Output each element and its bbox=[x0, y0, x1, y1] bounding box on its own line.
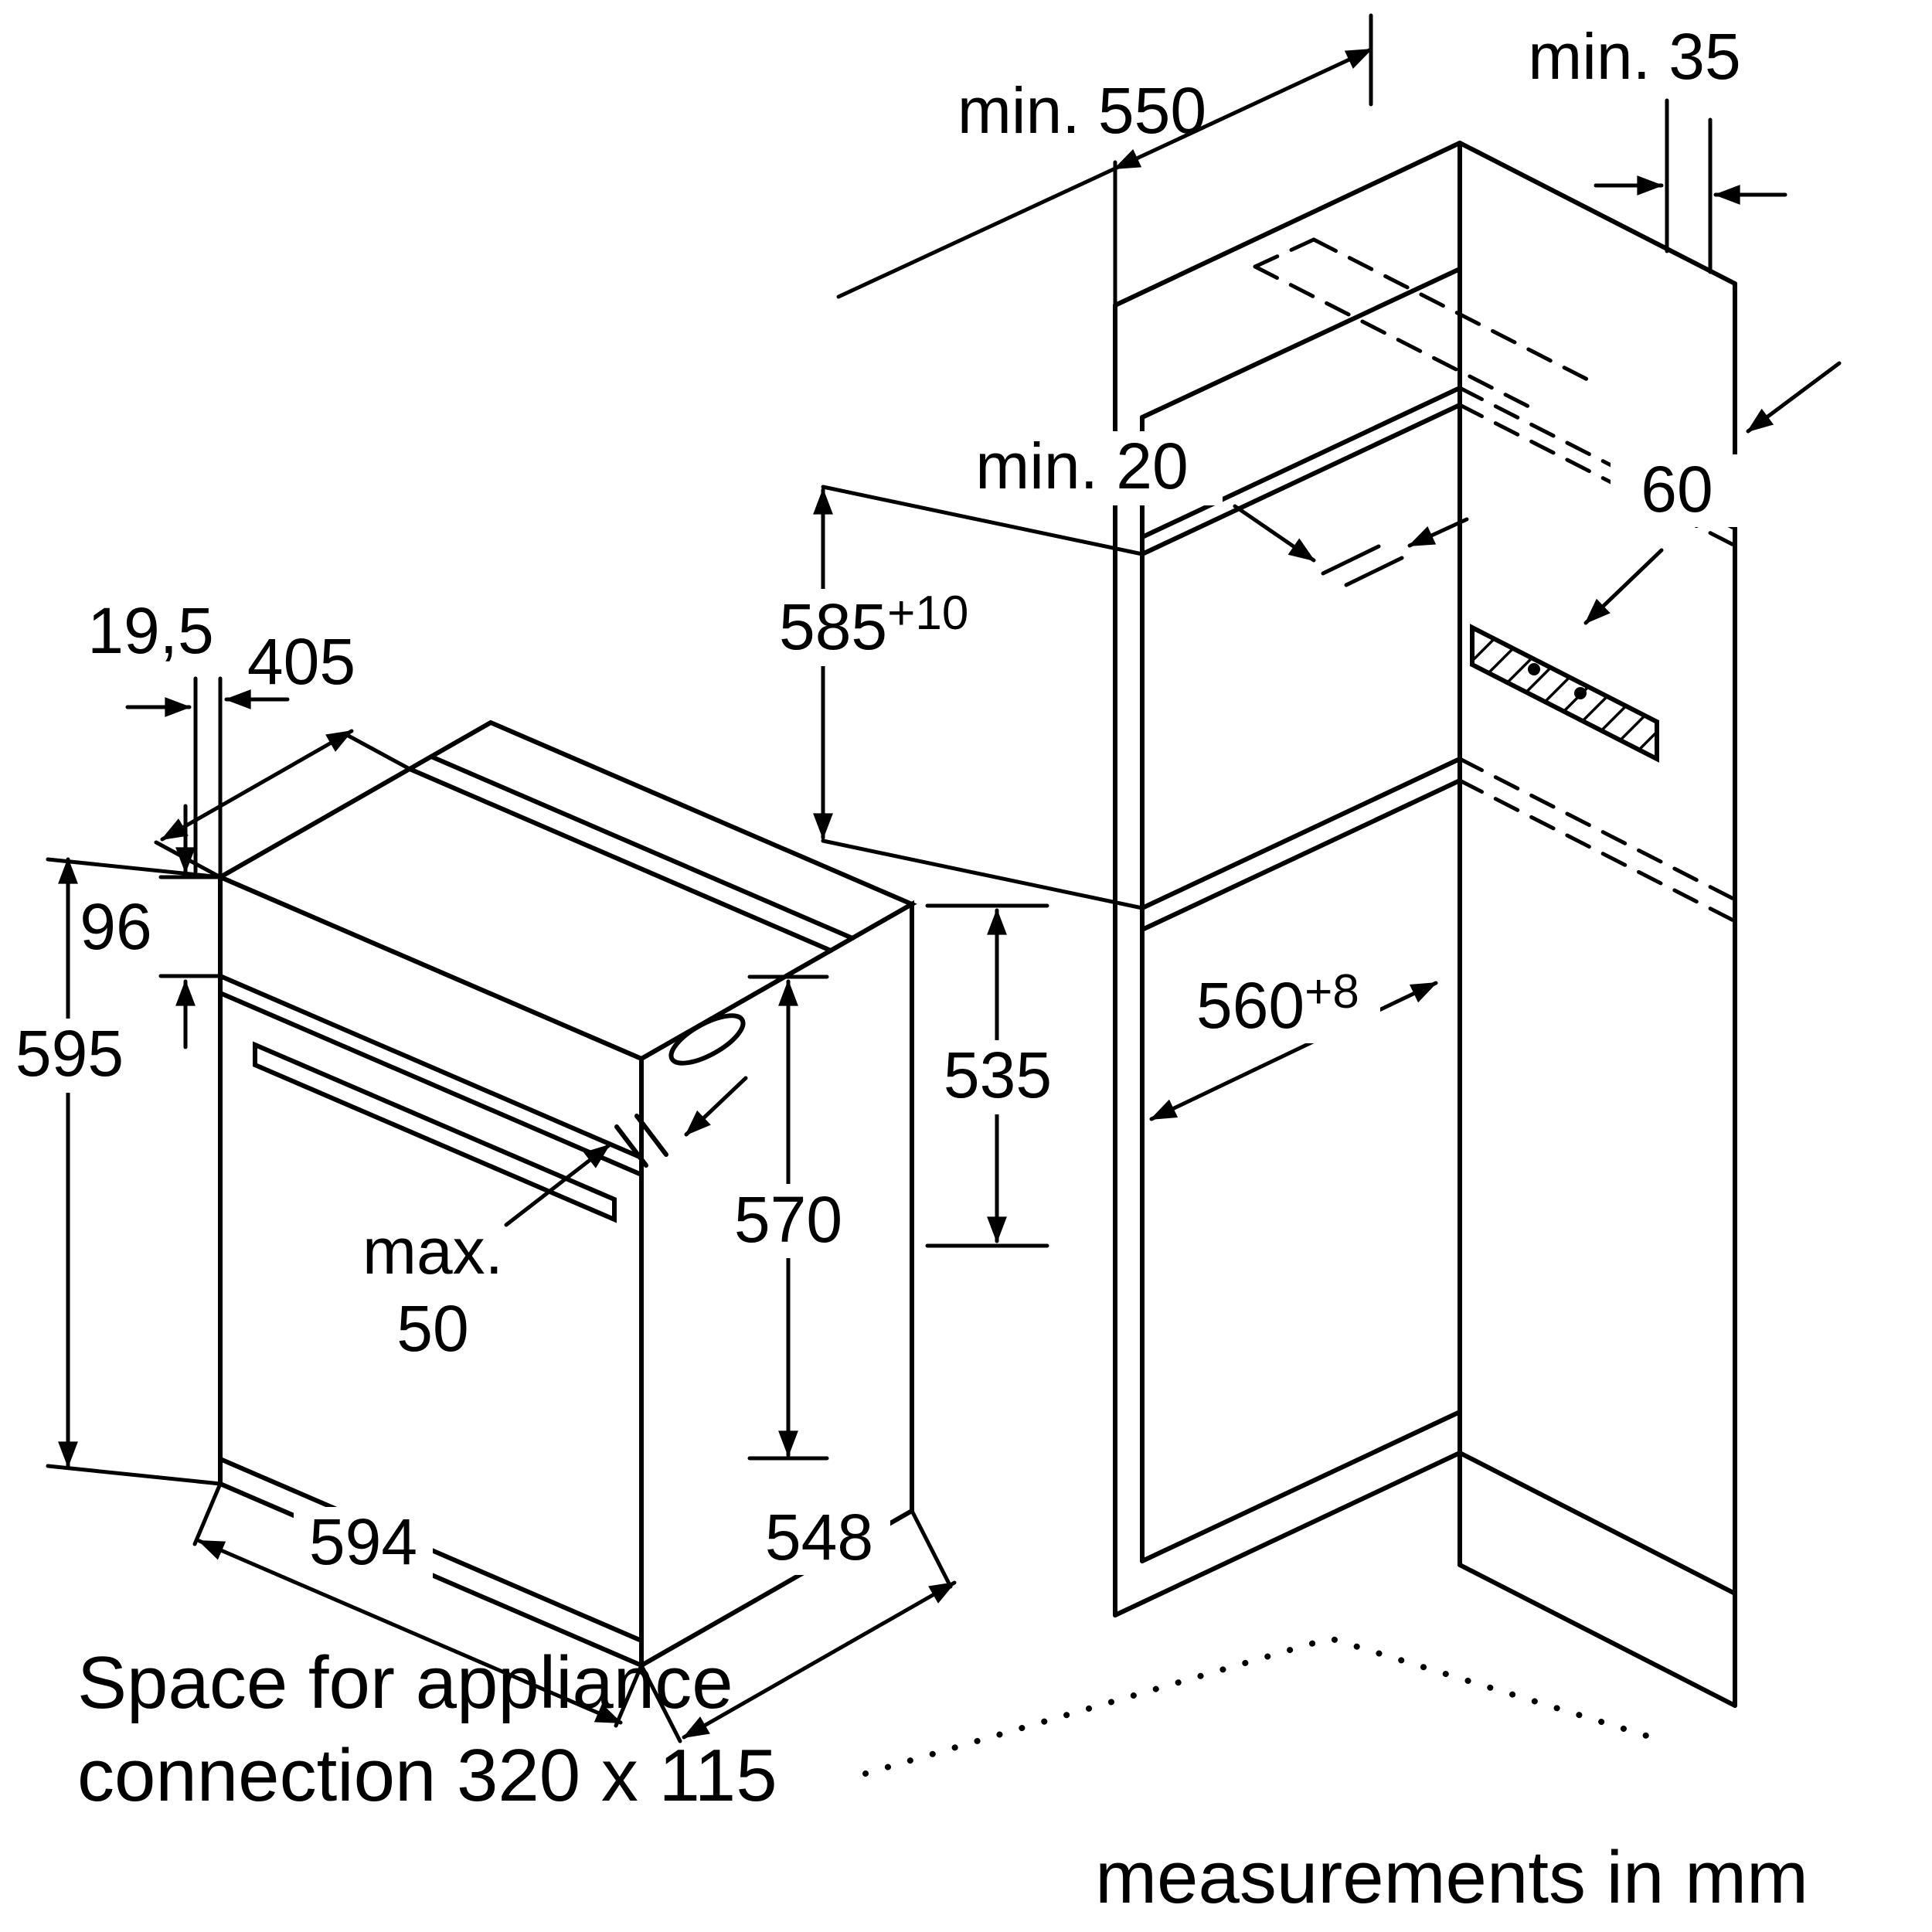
dim-min20-arrow-left bbox=[1233, 504, 1316, 563]
dim-560-label-bg bbox=[1178, 968, 1380, 1043]
cabinet-shelf1-top bbox=[1140, 386, 1462, 539]
dim-max50-label-2: 50 bbox=[396, 1292, 468, 1365]
dim-595-ext-2 bbox=[46, 1464, 223, 1486]
dim-595-label: 595 bbox=[15, 1017, 124, 1090]
cabinet-floor-edge bbox=[1140, 1410, 1462, 1563]
niche-height-value: 585 bbox=[779, 590, 887, 663]
dim-min550-tail bbox=[836, 166, 1117, 299]
dim-585-ext-top bbox=[821, 485, 1145, 556]
handle-offset-tick-2 bbox=[634, 1114, 668, 1157]
cabinet-bottom-right-edge bbox=[1458, 1451, 1737, 1596]
dim-570-label: 570 bbox=[734, 1183, 842, 1256]
dim-594-label-bg bbox=[294, 1507, 433, 1580]
cabinet-top-left-edge bbox=[1113, 141, 1462, 308]
niche-width-tolerance: +8 bbox=[1304, 965, 1359, 1019]
dim-96-label: 96 bbox=[80, 890, 151, 963]
dim-min20-tick-1 bbox=[1321, 544, 1381, 576]
hidden-shelf2-top bbox=[1458, 757, 1737, 902]
dim-min35-label: min. 35 bbox=[1528, 20, 1740, 93]
hidden-top-cutout-2 bbox=[1253, 264, 1532, 410]
hidden-top-cutout-1 bbox=[1311, 237, 1591, 383]
vent-hatched-strip bbox=[1470, 624, 1659, 763]
dim-535-label: 535 bbox=[944, 1039, 1052, 1111]
dim-min550-label: min. 550 bbox=[957, 74, 1206, 147]
connection-note-line-1: Space for appliance bbox=[77, 1641, 733, 1724]
oven-control-panel-line bbox=[218, 974, 644, 1160]
dim-max50-label-1: max. bbox=[362, 1215, 503, 1287]
oven-dimension-lines bbox=[46, 676, 1049, 1743]
hidden-shelf2-bottom bbox=[1458, 778, 1737, 923]
cabinet-drawing bbox=[1113, 141, 1737, 1708]
dim-min20-arrow-right bbox=[1407, 517, 1469, 548]
dim-548-line bbox=[682, 1580, 957, 1740]
dim-405-label: 405 bbox=[247, 625, 355, 698]
dim-570-label-bg bbox=[725, 1184, 853, 1258]
dim-535-label-bg bbox=[929, 1040, 1068, 1114]
dim-60-arrow bbox=[1583, 548, 1664, 625]
cabinet-shelf2-bottom bbox=[1140, 778, 1462, 932]
oven-top-seam-2 bbox=[429, 754, 855, 940]
units-note: measurements in mm bbox=[1095, 1836, 1808, 1919]
dim-585-ext-bottom bbox=[821, 838, 1145, 910]
dim-405-ext-2 bbox=[343, 732, 412, 771]
cabinet-top-right-edge bbox=[1458, 141, 1737, 286]
dim-595-label-bg bbox=[8, 1019, 135, 1093]
dim-560-line bbox=[1149, 981, 1438, 1121]
dim-min20-tick-2 bbox=[1344, 556, 1404, 587]
dim-min20-label: min. 20 bbox=[975, 430, 1188, 502]
dim-548-label-bg bbox=[748, 1502, 890, 1575]
cabinet-side-pointer-arrow bbox=[1746, 361, 1842, 434]
dim-60-label-bg bbox=[1611, 454, 1743, 527]
dim-548-label: 548 bbox=[765, 1501, 873, 1573]
cabinet-bottom-left-edge bbox=[1113, 1451, 1462, 1617]
hidden-top-cutout-3 bbox=[1253, 237, 1316, 269]
dim-min550-line bbox=[1113, 47, 1373, 171]
cabinet-dimension-lines bbox=[813, 13, 1842, 1121]
dim-min20-label-bg bbox=[944, 431, 1223, 505]
vent-dot-1 bbox=[1528, 663, 1540, 675]
oven-control-panel-line-2 bbox=[218, 991, 644, 1177]
oven-side-grip-cutout bbox=[668, 1013, 746, 1066]
oven-drawing bbox=[215, 719, 917, 1670]
niche-height-tolerance: +10 bbox=[887, 587, 968, 640]
note-labels: Space for appliance connection 320 x 115… bbox=[77, 1641, 1808, 1919]
connection-leader-dotted bbox=[862, 1634, 1665, 1777]
dim-548-ext-2 bbox=[910, 1509, 953, 1589]
dim-max50-arrow-2 bbox=[684, 1076, 748, 1137]
connection-note-line-2: connection 320 x 115 bbox=[77, 1734, 777, 1817]
handle-offset-tick-1 bbox=[614, 1124, 648, 1168]
oven-top-seam bbox=[407, 767, 833, 953]
dim-585-label-bg bbox=[761, 589, 993, 666]
cabinet-shelf2-top bbox=[1140, 757, 1462, 910]
dimension-labels: 19,5 405 96 595 max. 50 594 548 570 535 … bbox=[8, 20, 1743, 1580]
dim-max50-arrow-1 bbox=[504, 1143, 611, 1227]
niche-width-value: 560 bbox=[1196, 969, 1304, 1042]
dim-594-label: 594 bbox=[309, 1505, 417, 1578]
dim-594-line bbox=[197, 1539, 623, 1725]
cabinet-plinth-edge bbox=[1458, 1563, 1737, 1708]
vent-cutout bbox=[1470, 624, 1659, 763]
cabinet-inner-top-edge bbox=[1140, 267, 1462, 420]
dim-585-label: 585+10 bbox=[779, 587, 968, 663]
vent-dot-2 bbox=[1574, 687, 1587, 699]
dim-594-ext-1 bbox=[192, 1481, 223, 1546]
dim-548-ext-1 bbox=[639, 1663, 682, 1743]
dim-19-5-label: 19,5 bbox=[87, 594, 214, 667]
dim-405-line bbox=[160, 729, 354, 842]
dim-60-label: 60 bbox=[1641, 453, 1713, 526]
cabinet-shelf1-bottom bbox=[1140, 403, 1462, 556]
oven-door-handle bbox=[253, 1041, 617, 1223]
dim-560-label: 560+8 bbox=[1196, 965, 1359, 1042]
